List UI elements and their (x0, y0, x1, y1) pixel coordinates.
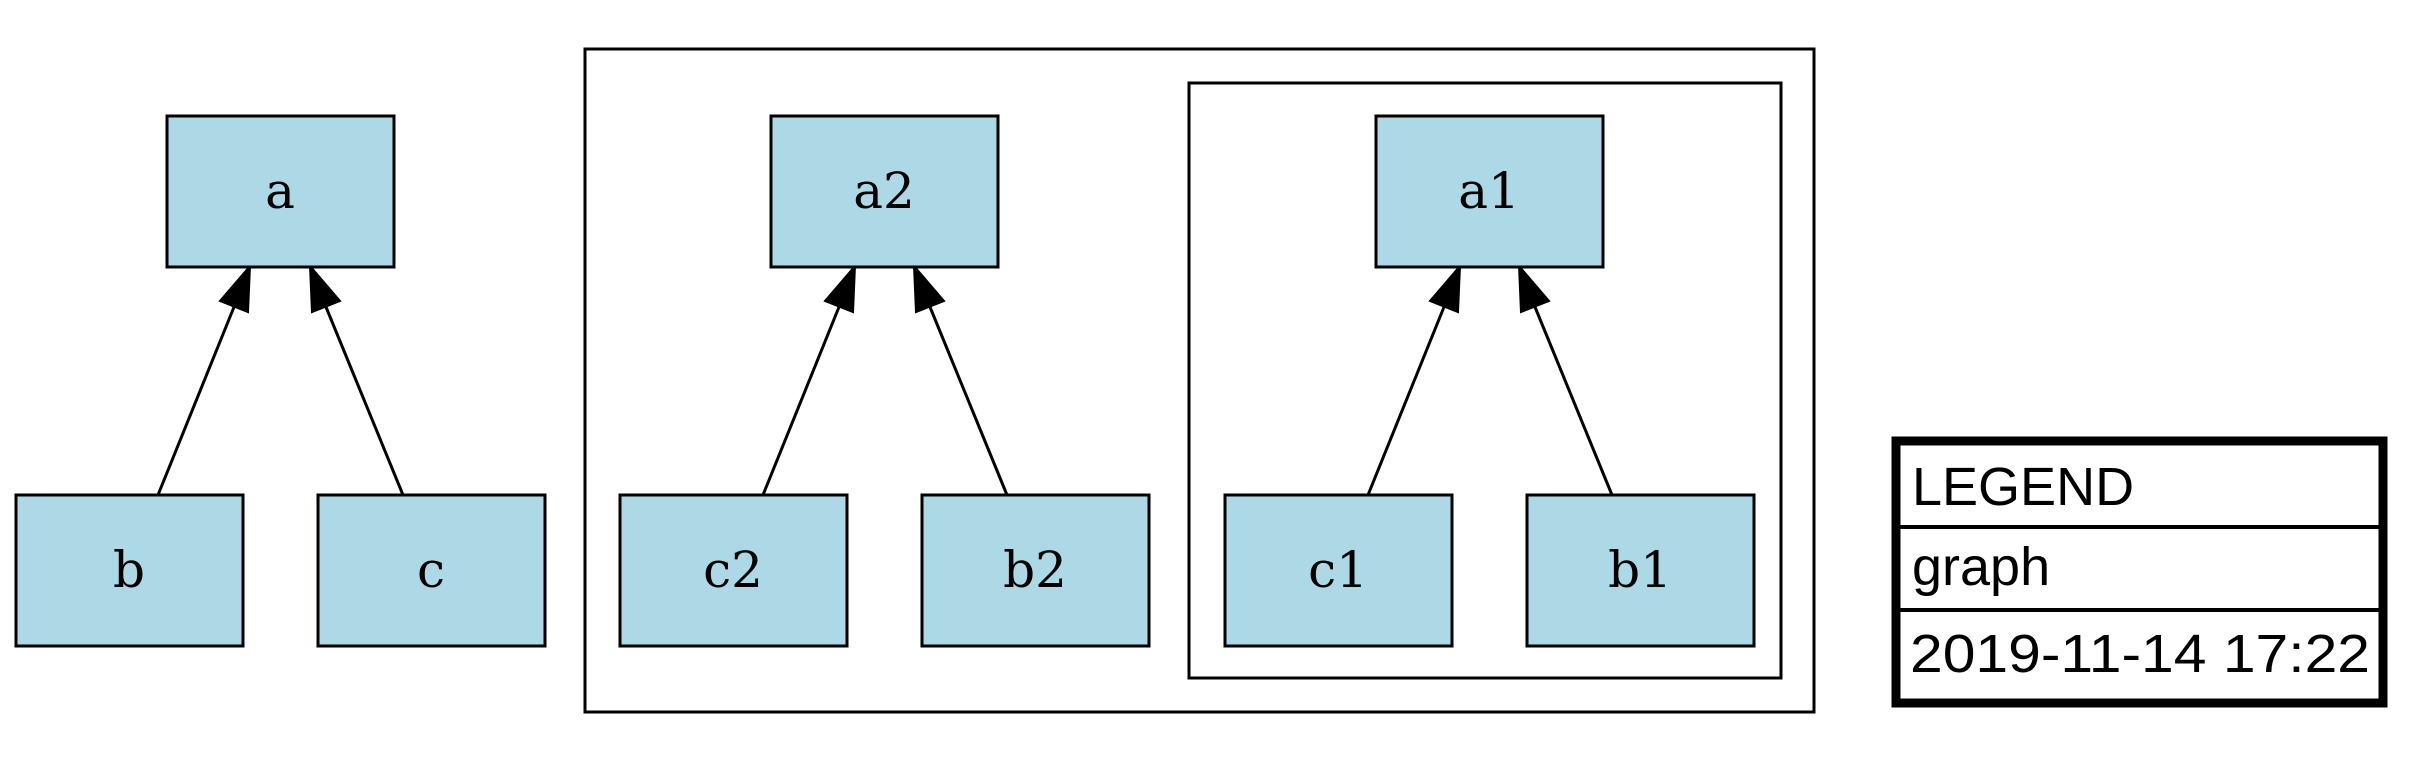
edge-b-a-arrowhead (218, 263, 252, 314)
cluster-outer (583, 47, 1816, 714)
edge-c1-a1 (1366, 306, 1446, 496)
edge-b1-a1-arrowhead (1517, 263, 1551, 314)
node-c1-box (1223, 493, 1454, 648)
edge-c-a-arrowhead (308, 263, 342, 314)
edge-b1-a1 (1533, 306, 1614, 496)
edge-c1-a1-arrowhead (1428, 263, 1462, 314)
edge-b2-a2-arrowhead (912, 263, 946, 314)
node-b1-label: b1 (1608, 541, 1672, 599)
node-a: a (165, 114, 396, 269)
node-a2: a2 (769, 114, 1000, 269)
edge-c2-a2-arrowhead (823, 263, 857, 314)
legend-border (1891, 436, 2388, 708)
edge-c2-a2 (761, 306, 841, 496)
node-c2-label: c2 (703, 541, 763, 599)
legend-title: LEGEND (1912, 457, 2134, 517)
node-c1-label: c1 (1308, 541, 1368, 599)
node-b2-label: b2 (1003, 541, 1067, 599)
node-a1-label: a1 (1458, 162, 1520, 220)
cluster-inner (1187, 81, 1783, 680)
edges (156, 263, 1614, 496)
node-c-label: c (417, 541, 445, 599)
node-b-box (14, 493, 245, 648)
node-b1: b1 (1525, 493, 1756, 648)
legend-graph-name: graph (1912, 537, 2050, 597)
node-b: b (14, 493, 245, 648)
node-b2-box (920, 493, 1151, 648)
legend: LEGEND graph 2019-11-14 17:22 (1891, 436, 2388, 708)
node-b2: b2 (920, 493, 1151, 648)
node-a2-box (769, 114, 1000, 269)
node-c2-box (618, 493, 849, 648)
node-a1: a1 (1374, 114, 1605, 269)
node-a1-box (1374, 114, 1605, 269)
edge-c-a (324, 306, 405, 496)
node-c2: c2 (618, 493, 849, 648)
edge-b2-a2 (928, 306, 1009, 496)
node-c: c (316, 493, 547, 648)
node-c-box (316, 493, 547, 648)
node-a-box (165, 114, 396, 269)
legend-timestamp: 2019-11-14 17:22 (1910, 624, 2370, 684)
node-b1-box (1525, 493, 1756, 648)
node-a-label: a (265, 162, 295, 220)
edge-b-a (156, 306, 236, 496)
node-c1: c1 (1223, 493, 1454, 648)
node-a2-label: a2 (853, 162, 915, 220)
node-b-label: b (113, 541, 145, 599)
